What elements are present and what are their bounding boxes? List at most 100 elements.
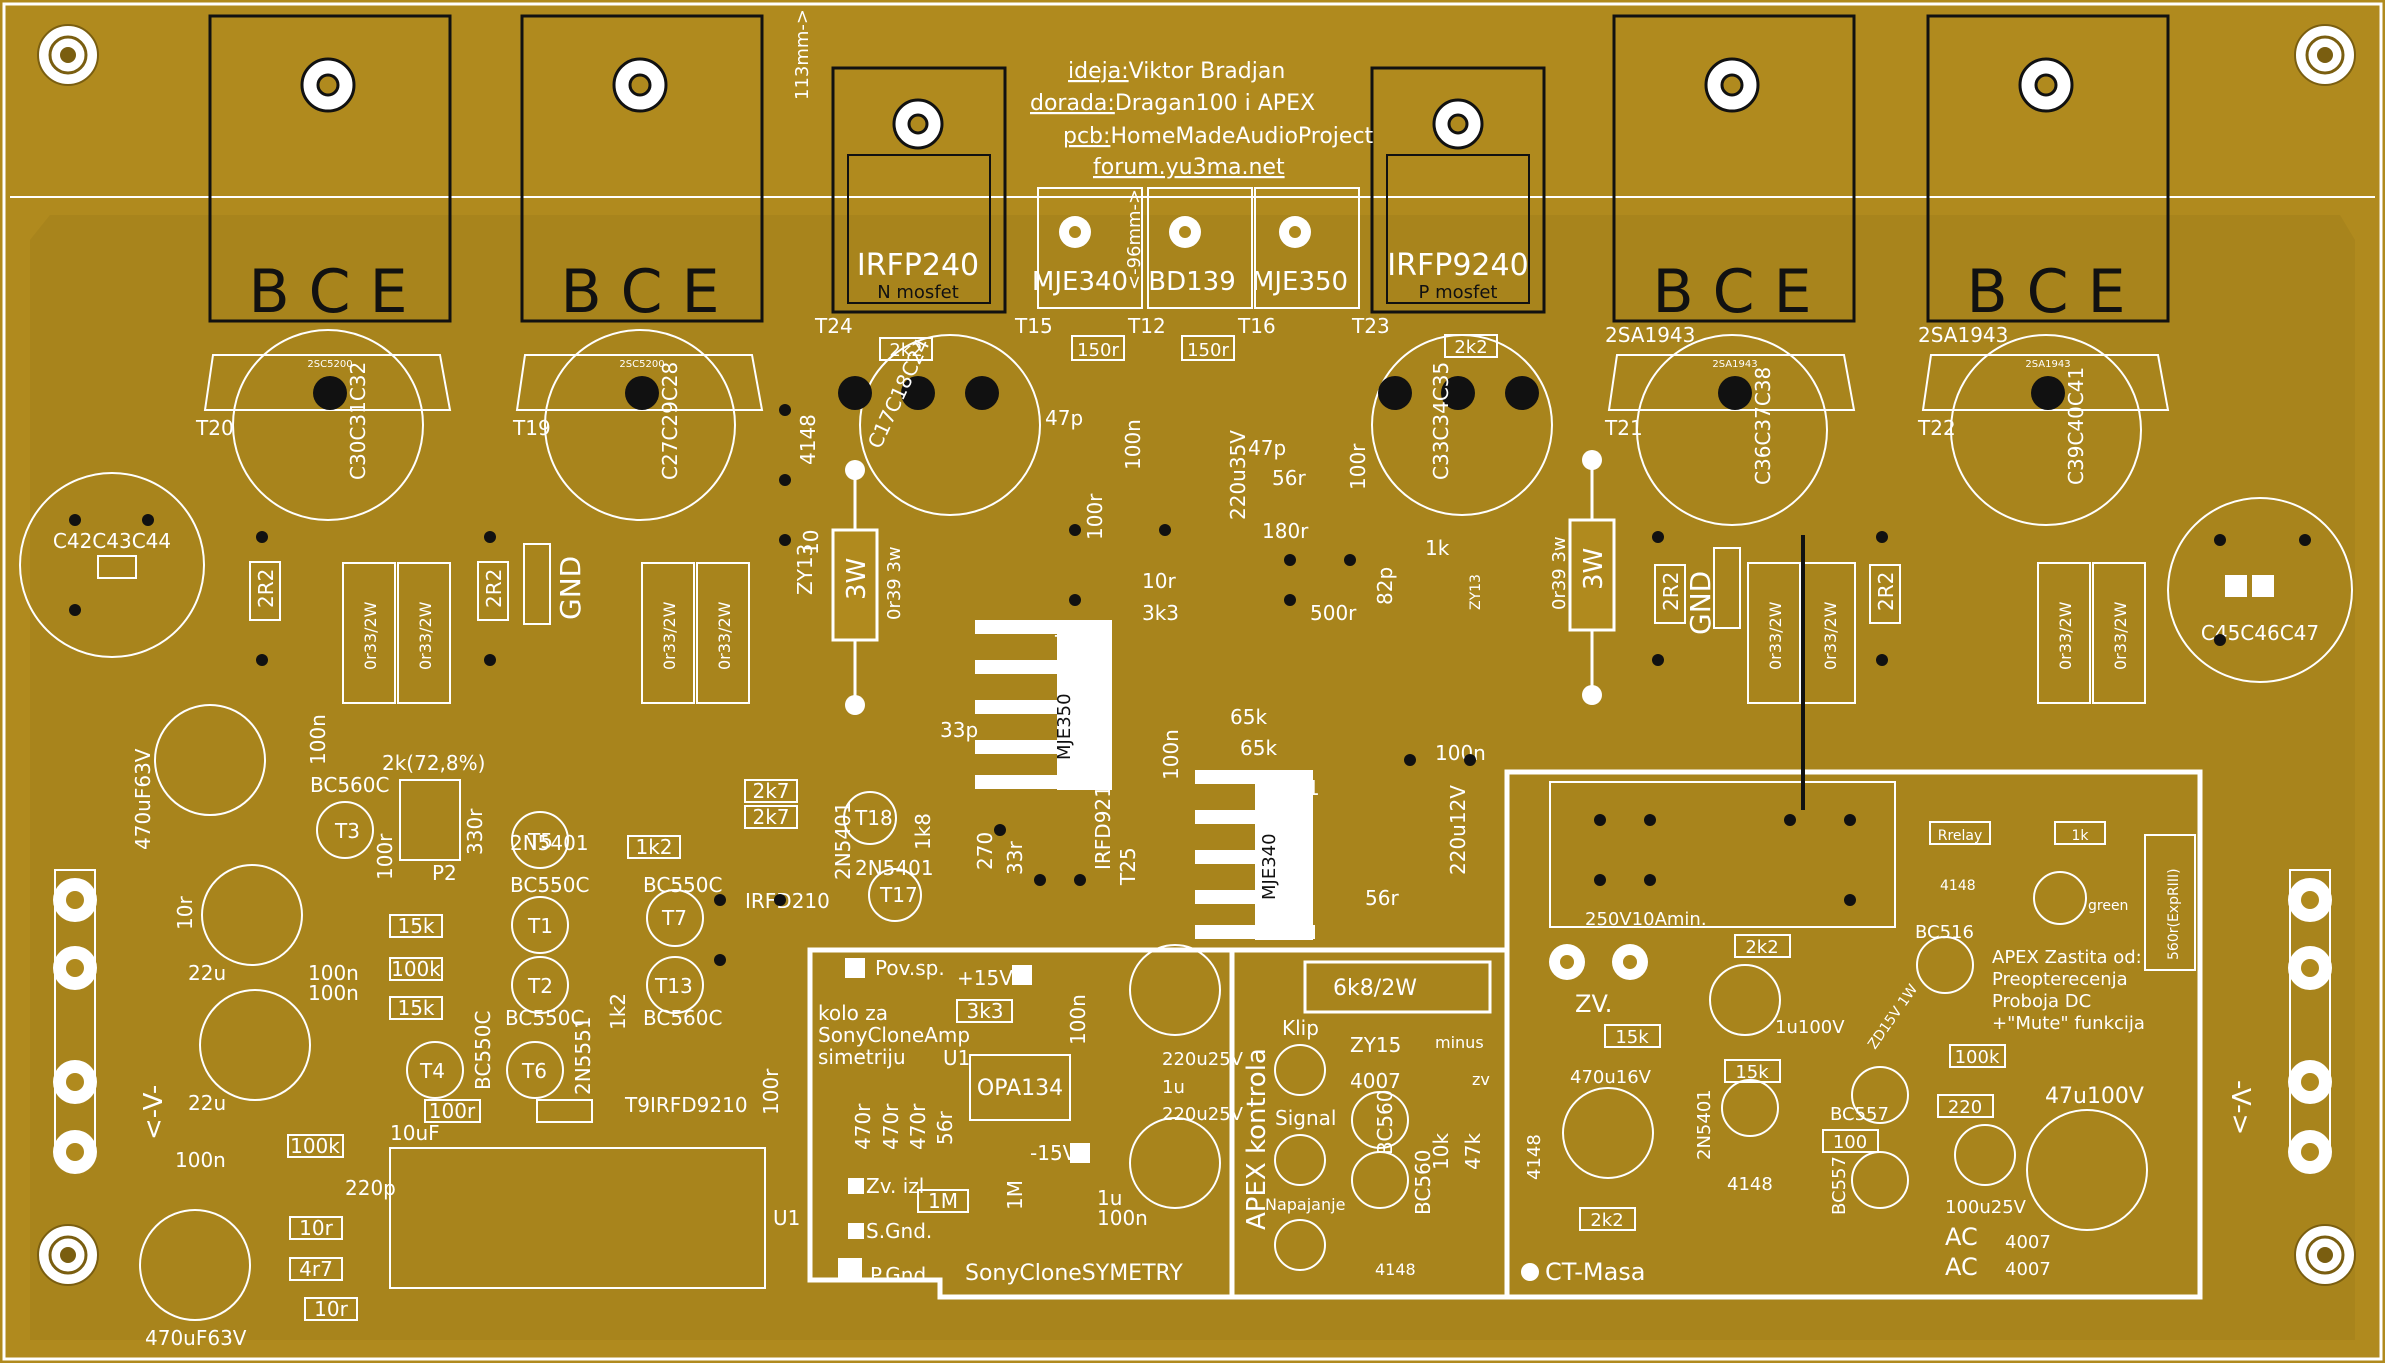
- part-label: 2SA1943: [1605, 323, 1695, 347]
- ref-designator: T16: [1237, 314, 1276, 338]
- svg-text:dorada:Dragan100 i APEX: dorada:Dragan100 i APEX: [1030, 91, 1315, 116]
- ref-designator: T2: [527, 974, 553, 998]
- cap-group-label: C27C29C28: [658, 362, 682, 480]
- pov-label: Pov.sp.: [875, 956, 945, 980]
- part-label: BC550C: [510, 873, 589, 897]
- credit-key: dorada:: [1030, 91, 1115, 116]
- driver-name: BD139: [1148, 267, 1235, 297]
- ref-designator: T5: [527, 829, 553, 853]
- resistor-3w-left: 3W 0r39 3w: [831, 460, 905, 715]
- credits-block: ideja:Viktor Bradjan dorada:Dragan100 i …: [1030, 59, 1374, 180]
- part-label: 2N5401: [855, 856, 934, 880]
- output-transistor-1: B C E: [208, 14, 452, 327]
- resistor-value: 500r: [1310, 601, 1357, 625]
- cap-value: 220u25V: [1162, 1049, 1244, 1070]
- cap-value: 220p: [345, 1176, 396, 1200]
- cap-value: 100n: [308, 961, 359, 985]
- mosfet-name: IRFP240: [857, 248, 979, 283]
- ref-designator: T24: [814, 314, 853, 338]
- supply-left-label: <-V-: [139, 1085, 169, 1140]
- part-label: BC557: [1829, 1156, 1850, 1215]
- cap-value: 220u25V: [1162, 1104, 1244, 1125]
- heatsink-row: [203, 329, 2170, 526]
- part-label: IRFD9210: [1091, 772, 1115, 870]
- cap-group-label: C39C40C41: [2064, 367, 2088, 485]
- ref-designator: T18: [854, 806, 893, 830]
- driver-name: MJE350: [1252, 267, 1348, 297]
- resistor-value: 2k2: [1590, 1210, 1623, 1231]
- resistor-value: 100k: [1955, 1047, 2000, 1068]
- desc-line: simetriju: [818, 1045, 906, 1069]
- resistor-value: 0r33/2W: [660, 601, 679, 670]
- cap-label: C42C43C44: [53, 529, 171, 553]
- resistor-value: 2k2: [889, 340, 922, 361]
- resistor-value: 0r33/2W: [1766, 601, 1785, 670]
- resistor-value: 0r33/2W: [2056, 601, 2075, 670]
- resistor-value: 10r: [299, 1216, 333, 1240]
- mosfet-irfp240: IRFP240 N mosfet T24: [814, 66, 1007, 338]
- resistor-value: 3k3: [1142, 601, 1179, 625]
- pin-label: B C E: [560, 257, 719, 327]
- resistor-value: 2k7: [752, 779, 789, 803]
- resistor-value: 10: [799, 530, 823, 555]
- diode-label: 4148: [1940, 878, 1976, 894]
- relay-label: 250V10Amin.: [1585, 909, 1707, 930]
- cap-value: 82p: [1373, 567, 1397, 605]
- resistor-value: 0r33/2W: [715, 601, 734, 670]
- resistor-value: 470r: [906, 1103, 930, 1150]
- part-label: 2SC5200: [307, 359, 352, 370]
- part-label: IRFD210: [745, 889, 830, 913]
- part-label: BC550C: [505, 1006, 584, 1030]
- part-label: BC550C: [643, 873, 722, 897]
- resistor-value: 15k: [397, 996, 434, 1020]
- resistor-value: 56r: [1272, 466, 1306, 490]
- resistor-value: 10r: [314, 1297, 348, 1321]
- mounting-hole-icon: [36, 23, 100, 87]
- part-label: BC550C: [471, 1011, 495, 1090]
- driver-bd139: BD139 T12 150r: [1127, 187, 1253, 361]
- solder-pads: [69, 404, 2311, 966]
- ref-designator: T17: [879, 883, 918, 907]
- resistor-value: 10r: [173, 896, 197, 930]
- part-label: MJE350: [1054, 693, 1075, 760]
- heatsink-t10: T10: [975, 620, 1112, 790]
- ref-designator: T12: [1127, 314, 1166, 338]
- gnd-label: GND: [554, 556, 587, 620]
- cap-value: 100n: [1066, 994, 1090, 1045]
- relay: [1549, 781, 1896, 928]
- cap-value: 100n: [306, 714, 330, 765]
- part-label: 2SC5200: [619, 359, 664, 370]
- ref-designator: T11: [1281, 776, 1320, 800]
- resistor-value: 150r: [1187, 340, 1229, 361]
- resistor-value: 100: [1833, 1132, 1867, 1153]
- mounting-hole-icon: [2293, 23, 2357, 87]
- ref-designator: T13: [654, 974, 693, 998]
- heatsink-t11: T11: [1195, 770, 1320, 940]
- resistor-value: 65k: [1240, 736, 1277, 760]
- credit-value: Viktor Bradjan: [1129, 59, 1286, 84]
- resistor-value: 180r: [1262, 519, 1309, 543]
- ref-designator: T3: [334, 819, 360, 843]
- part-label: 2SA1943: [1918, 323, 2008, 347]
- mounting-hole-icon: [36, 1223, 100, 1287]
- resistor-value: 0r33/2W: [1821, 601, 1840, 670]
- resistor-value: 65k: [1230, 705, 1267, 729]
- resistor-value: 100r: [429, 1099, 476, 1123]
- ref-designator: T20: [195, 416, 234, 440]
- supply-right-label: -V->: [2225, 1080, 2255, 1135]
- symmetry-title: SonyCloneSYMETRY: [965, 1261, 1183, 1286]
- cap-value: 100n: [1121, 419, 1145, 470]
- ref-designator: T19: [512, 416, 551, 440]
- part-label: T9IRFD9210: [624, 1093, 748, 1117]
- ref-designator: T22: [1917, 416, 1956, 440]
- resistor-value: 2k2: [1454, 337, 1487, 358]
- ref-designator: T1: [527, 914, 553, 938]
- resistor-value: 3W: [1579, 548, 1609, 590]
- led-label: green: [2088, 898, 2128, 914]
- zv-label: zv: [1472, 1070, 1490, 1089]
- resistor-value: 10r: [1142, 569, 1176, 593]
- mosfet-kind: N mosfet: [877, 282, 959, 303]
- resistor-value: 470r: [851, 1103, 875, 1150]
- capacitor-c42: C42C43C44: [19, 472, 205, 658]
